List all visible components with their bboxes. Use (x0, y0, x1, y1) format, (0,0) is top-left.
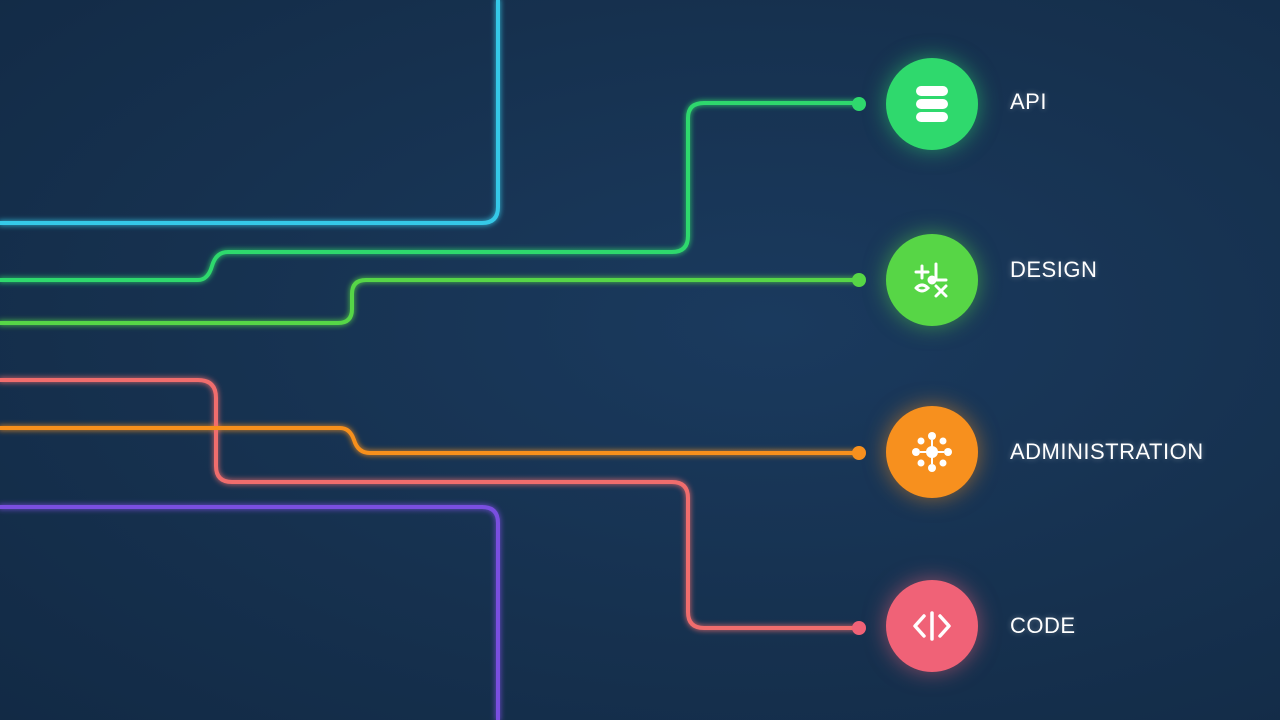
code-label: CODE (1010, 613, 1076, 638)
administration-line-end-dot (852, 446, 866, 460)
purple-line (0, 505, 500, 720)
design-line-end-dot (852, 273, 866, 287)
api-node[interactable] (886, 58, 978, 150)
code-line-end-dot (852, 621, 866, 635)
api-label: API (1010, 89, 1047, 114)
administration-node[interactable] (886, 406, 978, 498)
design-line (0, 278, 860, 325)
administration-label: ADMINISTRATION (1010, 439, 1204, 464)
design-node[interactable] (886, 234, 978, 326)
administration-line (0, 426, 860, 455)
design-tools-icon (914, 262, 948, 298)
code-line (0, 378, 860, 630)
api-line-end-dot (852, 97, 866, 111)
cyan-line (0, 0, 500, 225)
database-icon (916, 86, 948, 122)
code-brackets-icon (913, 611, 951, 641)
gear-network-icon (912, 432, 952, 472)
code-node[interactable] (886, 580, 978, 672)
api-line (0, 101, 860, 282)
design-label: DESIGN (1010, 257, 1098, 282)
